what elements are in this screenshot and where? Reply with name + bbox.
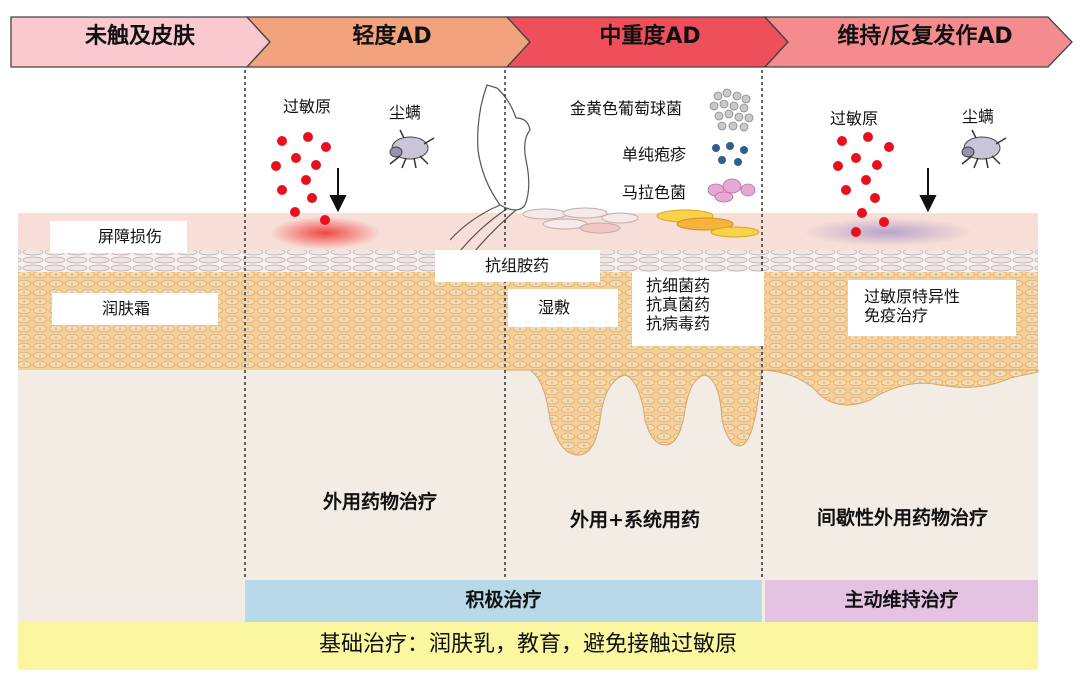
- stage-label-untouched: 未触及皮肤: [84, 24, 195, 49]
- dust-mite-icon: [961, 129, 1007, 169]
- stage-label-moderate-severe: 中重度AD: [599, 24, 701, 49]
- herpes-virus-icon: [712, 142, 748, 166]
- stage-label-maintenance: 维持/反复发作AD: [837, 24, 1013, 49]
- dust-mite-label: 尘螨: [389, 103, 422, 122]
- maintenance-treatment-bar: 主动维持治疗: [765, 580, 1038, 622]
- herpes-label: 单纯疱疹: [622, 145, 687, 164]
- allergen-particles: [833, 132, 894, 237]
- allergen-specific-text: 过敏原特异性: [864, 287, 961, 306]
- antibacterial-text: 抗细菌药: [646, 276, 711, 295]
- down-arrow-icon: [329, 168, 347, 213]
- malassezia-label: 马拉色菌: [622, 183, 687, 202]
- stage-label-mild: 轻度AD: [352, 24, 432, 49]
- rete-ridges: [505, 369, 763, 456]
- cracked-skin: [522, 207, 760, 238]
- malassezia-fungus-icon: [707, 178, 756, 203]
- staph-bacteria-icon: [709, 88, 754, 132]
- wet-wrap-label: 湿敷: [508, 289, 618, 327]
- active-treatment-bar: 积极治疗: [245, 580, 762, 622]
- antiviral-text: 抗病毒药: [646, 314, 711, 333]
- treatment-moderate-severe: 外用+系统用药: [570, 509, 700, 531]
- anti-microbial-label: 抗细菌药 抗真菌药 抗病毒药: [632, 272, 764, 346]
- stage-arrow: [763, 16, 1073, 68]
- down-arrow-icon: [919, 168, 937, 213]
- scratching-hand: [449, 84, 531, 263]
- treatment-maintenance: 间歇性外用药物治疗: [816, 507, 988, 529]
- dust-mite-icon: [389, 129, 435, 169]
- allergen-label: 过敏原: [283, 97, 332, 116]
- moisturizer-label: 润肤霜: [52, 293, 218, 325]
- staph-label: 金黄色葡萄球菌: [570, 99, 683, 118]
- immunotherapy-text: 免疫治疗: [864, 306, 929, 325]
- dust-mite-label: 尘螨: [962, 107, 995, 126]
- antifungal-text: 抗真菌药: [646, 295, 711, 314]
- allergen-particles: [271, 132, 331, 225]
- inflammation-spot: [270, 217, 380, 249]
- allergen-label: 过敏原: [830, 109, 879, 128]
- treatment-mild: 外用药物治疗: [322, 491, 437, 513]
- basic-treatment-bar: 基础治疗：润肤乳，教育，避免接触过敏原: [18, 622, 1038, 670]
- barrier-damage-label: 屏障损伤: [50, 221, 187, 253]
- antihistamine-label: 抗组胺药: [435, 250, 600, 282]
- allergen-immunotherapy-label: 过敏原特异性 免疫治疗: [848, 280, 1016, 336]
- dermis: [18, 370, 1038, 582]
- inflammation-spot: [803, 218, 973, 246]
